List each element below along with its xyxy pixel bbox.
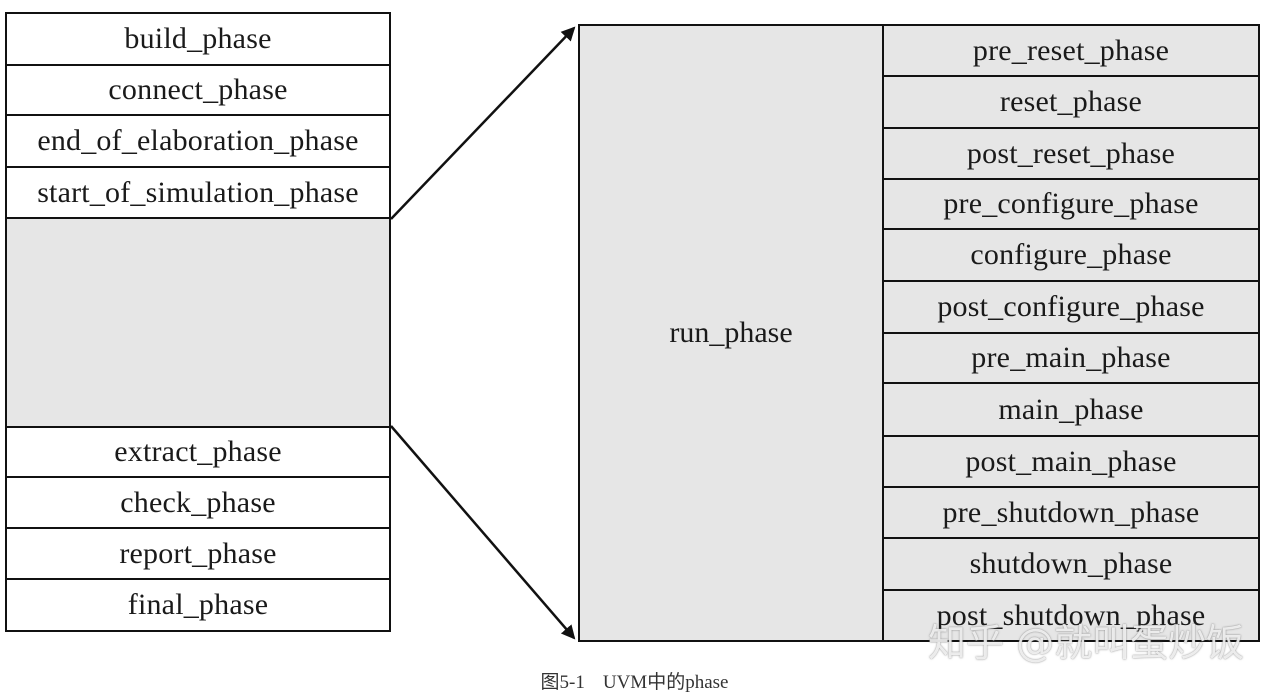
- arrow-top: [390, 26, 576, 220]
- sub-phase-label: post_reset_phase: [966, 136, 1176, 170]
- figure-number: 图5-1: [540, 672, 585, 693]
- phase-label: end_of_elaboration_phase: [37, 124, 359, 157]
- sub-phase-post-configure: post_configure_phase: [882, 280, 1260, 334]
- phase-label: connect_phase: [108, 73, 288, 106]
- sub-phase-label: main_phase: [998, 392, 1144, 426]
- figure-title: UVM中的phase: [602, 672, 729, 693]
- sub-phase-label: post_shutdown_phase: [936, 598, 1206, 632]
- phase-box-start-of-simulation: start_of_simulation_phase: [5, 166, 391, 219]
- sub-phase-pre-reset: pre_reset_phase: [882, 24, 1260, 77]
- phase-label: build_phase: [124, 22, 272, 55]
- sub-phase-main: main_phase: [882, 382, 1260, 437]
- sub-phase-shutdown: shutdown_phase: [882, 537, 1260, 591]
- sub-phase-label: reset_phase: [999, 85, 1143, 118]
- sub-phase-label: configure_phase: [970, 238, 1172, 271]
- phase-label: final_phase: [127, 588, 269, 621]
- phase-label: check_phase: [120, 485, 276, 519]
- sub-phase-label: pre_main_phase: [971, 341, 1171, 374]
- sub-phase-pre-shutdown: pre_shutdown_phase: [882, 486, 1260, 539]
- phase-box-final: final_phase: [5, 578, 391, 632]
- run-phase-label: run_phase: [669, 316, 793, 349]
- sub-phase-label: pre_reset_phase: [972, 33, 1170, 67]
- sub-phase-label: pre_configure_phase: [943, 187, 1199, 220]
- sub-phase-post-shutdown: post_shutdown_phase: [882, 589, 1260, 642]
- sub-phase-label: pre_shutdown_phase: [942, 495, 1200, 529]
- sub-phase-post-reset: post_reset_phase: [882, 127, 1260, 180]
- sub-phase-label: post_main_phase: [965, 444, 1177, 478]
- sub-phase-label: post_configure_phase: [937, 290, 1205, 323]
- phase-box-extract: extract_phase: [5, 426, 391, 478]
- phase-label: extract_phase: [114, 435, 282, 468]
- run-phase-placeholder: [5, 217, 391, 428]
- sub-phase-label: shutdown_phase: [969, 547, 1173, 580]
- figure-caption: 图5-1 UVM中的phase: [0, 667, 1269, 694]
- phase-label: report_phase: [119, 536, 277, 570]
- phase-box-build: build_phase: [5, 12, 391, 66]
- run-phase-block: run_phase: [578, 24, 884, 642]
- phase-label: start_of_simulation_phase: [37, 175, 359, 209]
- sub-phase-reset: reset_phase: [882, 75, 1260, 129]
- sub-phase-pre-main: pre_main_phase: [882, 332, 1260, 384]
- arrow-bottom: [390, 425, 576, 640]
- sub-phase-configure: configure_phase: [882, 228, 1260, 282]
- sub-phase-post-main: post_main_phase: [882, 435, 1260, 488]
- sub-phase-pre-configure: pre_configure_phase: [882, 178, 1260, 230]
- phase-box-end-of-elaboration: end_of_elaboration_phase: [5, 114, 391, 168]
